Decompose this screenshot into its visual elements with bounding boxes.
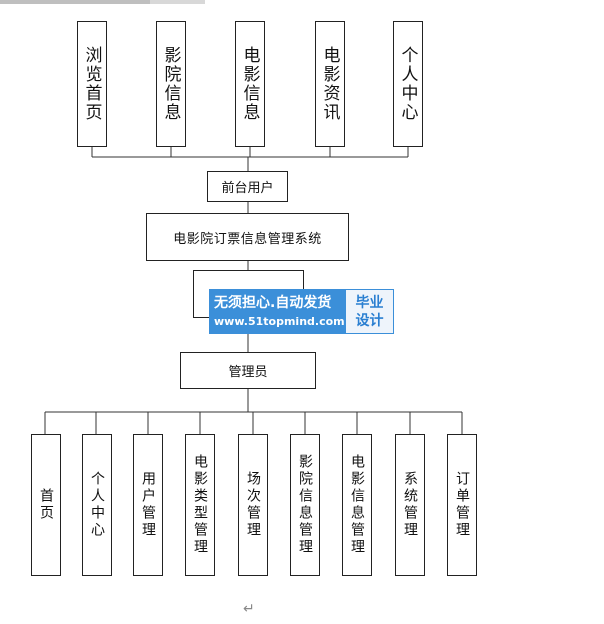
front-module-movie-news: 电影资讯 [315,21,345,147]
paragraph-mark: ↵ [243,601,255,617]
admin-module-home: 首页 [31,434,61,576]
admin-node: 管理员 [180,352,316,389]
front-module-movie-info: 电影信息 [235,21,265,147]
admin-module-movie-info-management: 电影信息管理 [342,434,372,576]
admin-module-personal-center: 个人中心 [82,434,112,576]
front-module-browse-home: 浏览首页 [77,21,107,147]
scroll-strip-thumb [0,0,150,4]
watermark-badge-line2: 设计 [355,312,384,329]
watermark-text: 无须担心.自动发货 www.51topmind.com [209,289,345,334]
front-module-personal-center: 个人中心 [393,21,423,147]
admin-module-order-management: 订单管理 [447,434,477,576]
system-node: 电影院订票信息管理系统 [146,213,349,261]
admin-module-cinema-info-management: 影院信息管理 [290,434,320,576]
admin-module-movie-type-management: 电影类型管理 [185,434,215,576]
admin-module-system-management: 系统管理 [395,434,425,576]
watermark-url: www.51topmind.com [214,314,345,328]
admin-module-user-management: 用户管理 [133,434,163,576]
front-module-cinema-info: 影院信息 [156,21,186,147]
watermark-badge: 毕业 设计 [345,289,394,334]
watermark-banner: 无须担心.自动发货 www.51topmind.com 毕业 设计 [209,289,394,334]
watermark-badge-line1: 毕业 [355,294,384,311]
admin-module-session-management: 场次管理 [238,434,268,576]
front-user-node: 前台用户 [207,171,288,202]
watermark-slogan: 无须担心.自动发货 [214,294,332,311]
